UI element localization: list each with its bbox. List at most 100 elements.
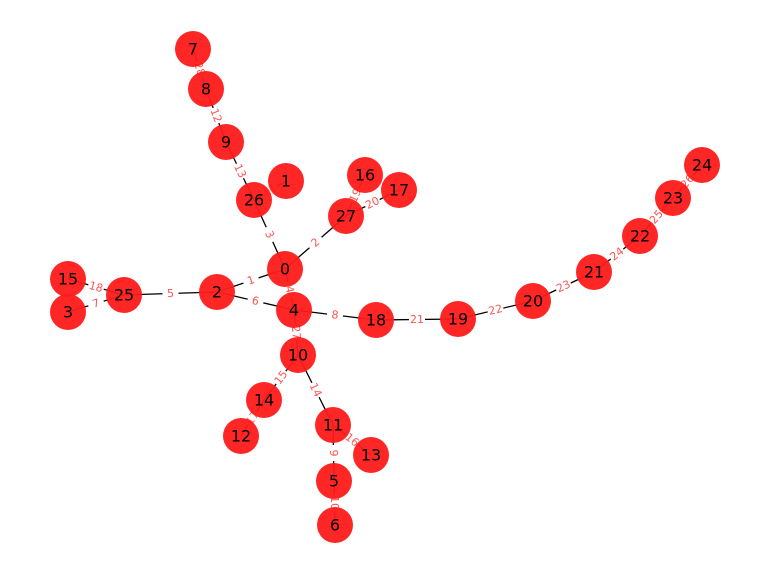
node-label: 24 — [692, 156, 712, 175]
edge-label-background — [86, 295, 106, 312]
node-circle — [347, 157, 383, 193]
node-label: 26 — [244, 191, 264, 210]
edge-label-14: 14 — [307, 381, 325, 399]
edge-label-background — [260, 224, 279, 245]
node-26: 26 — [236, 182, 272, 218]
node-11: 11 — [315, 407, 351, 443]
node-12: 12 — [223, 418, 259, 454]
node-circle — [246, 382, 282, 418]
node-2: 2 — [199, 274, 235, 310]
node-circle — [328, 198, 364, 234]
edge-label-9: 9 — [327, 449, 340, 456]
node-label: 22 — [630, 227, 650, 246]
edge-label-background — [231, 161, 249, 181]
node-circle — [316, 463, 352, 499]
node-label: 13 — [361, 446, 381, 465]
edge-label-background — [607, 244, 627, 264]
node-14: 14 — [246, 382, 282, 418]
edge-label-6: 6 — [251, 294, 261, 308]
node-circle — [515, 283, 551, 319]
node-circle — [236, 182, 272, 218]
edge-label-background — [646, 207, 667, 227]
node-label: 8 — [201, 80, 211, 99]
node-circle — [50, 261, 86, 297]
node-circle — [199, 274, 235, 310]
node-label: 10 — [288, 346, 308, 365]
node-label: 17 — [389, 181, 409, 200]
node-label: 3 — [63, 303, 73, 322]
node-circle — [317, 507, 353, 543]
edge-label-7: 7 — [91, 296, 101, 310]
node-circle — [353, 437, 389, 473]
edge-label-background — [271, 367, 291, 388]
edge-label-12: 12 — [207, 107, 224, 125]
node-circle — [175, 31, 211, 67]
edge-label-background — [306, 380, 325, 400]
edge-label-background — [362, 194, 383, 212]
node-circle — [50, 294, 86, 330]
node-3: 3 — [50, 294, 86, 330]
node-label: 15 — [58, 270, 78, 289]
edge-label-background — [246, 293, 265, 309]
node-circle — [208, 124, 244, 160]
node-label: 18 — [366, 311, 386, 330]
node-0: 0 — [267, 251, 303, 287]
edge-label-background — [553, 277, 574, 296]
node-circle — [315, 407, 351, 443]
node-22: 22 — [622, 218, 658, 254]
edge-label-5: 5 — [167, 287, 174, 300]
node-7: 7 — [175, 31, 211, 67]
node-27: 27 — [328, 198, 364, 234]
edge-label-background — [486, 302, 505, 318]
node-label: 0 — [280, 260, 290, 279]
edge-label-20: 20 — [363, 194, 381, 212]
node-20: 20 — [515, 283, 551, 319]
node-6: 6 — [317, 507, 353, 543]
edge-label-10: 10 — [328, 496, 341, 510]
node-circle — [268, 163, 304, 199]
node-16: 16 — [347, 157, 383, 193]
node-label: 2 — [212, 283, 222, 302]
node-label: 12 — [231, 427, 251, 446]
node-label: 21 — [584, 263, 604, 282]
node-label: 9 — [221, 133, 231, 152]
node-label: 25 — [114, 286, 134, 305]
node-label: 6 — [330, 516, 340, 535]
edge-label-1: 1 — [246, 273, 257, 288]
node-circle — [223, 418, 259, 454]
node-25: 25 — [106, 277, 142, 313]
node-label: 20 — [523, 292, 543, 311]
node-circle — [276, 292, 312, 328]
node-circle — [684, 147, 720, 183]
edge-label-22: 22 — [487, 302, 504, 318]
node-circle — [655, 180, 691, 216]
edge-label-background — [305, 232, 326, 253]
node-17: 17 — [381, 172, 417, 208]
node-18: 18 — [358, 302, 394, 338]
node-label: 5 — [329, 472, 339, 491]
edge-label-4: 4 — [282, 285, 296, 295]
node-label: 1 — [281, 172, 291, 191]
node-label: 19 — [448, 310, 468, 329]
edge-label-background — [289, 324, 303, 341]
node-label: 14 — [254, 391, 274, 410]
node-label: 4 — [289, 301, 299, 320]
edge-label-27: 27 — [289, 325, 303, 340]
node-19: 19 — [440, 301, 476, 337]
node-21: 21 — [576, 254, 612, 290]
node-circle — [622, 218, 658, 254]
node-circle — [106, 277, 142, 313]
node-circle — [267, 251, 303, 287]
edge-label-background — [162, 287, 179, 300]
node-circle — [576, 254, 612, 290]
edge-label-13: 13 — [231, 162, 249, 180]
edge-label-23: 23 — [554, 278, 572, 296]
edge-label-background — [408, 313, 426, 326]
node-9: 9 — [208, 124, 244, 160]
node-circle — [440, 301, 476, 337]
edge-label-18: 18 — [87, 279, 104, 295]
node-label: 11 — [323, 416, 343, 435]
node-15: 15 — [50, 261, 86, 297]
